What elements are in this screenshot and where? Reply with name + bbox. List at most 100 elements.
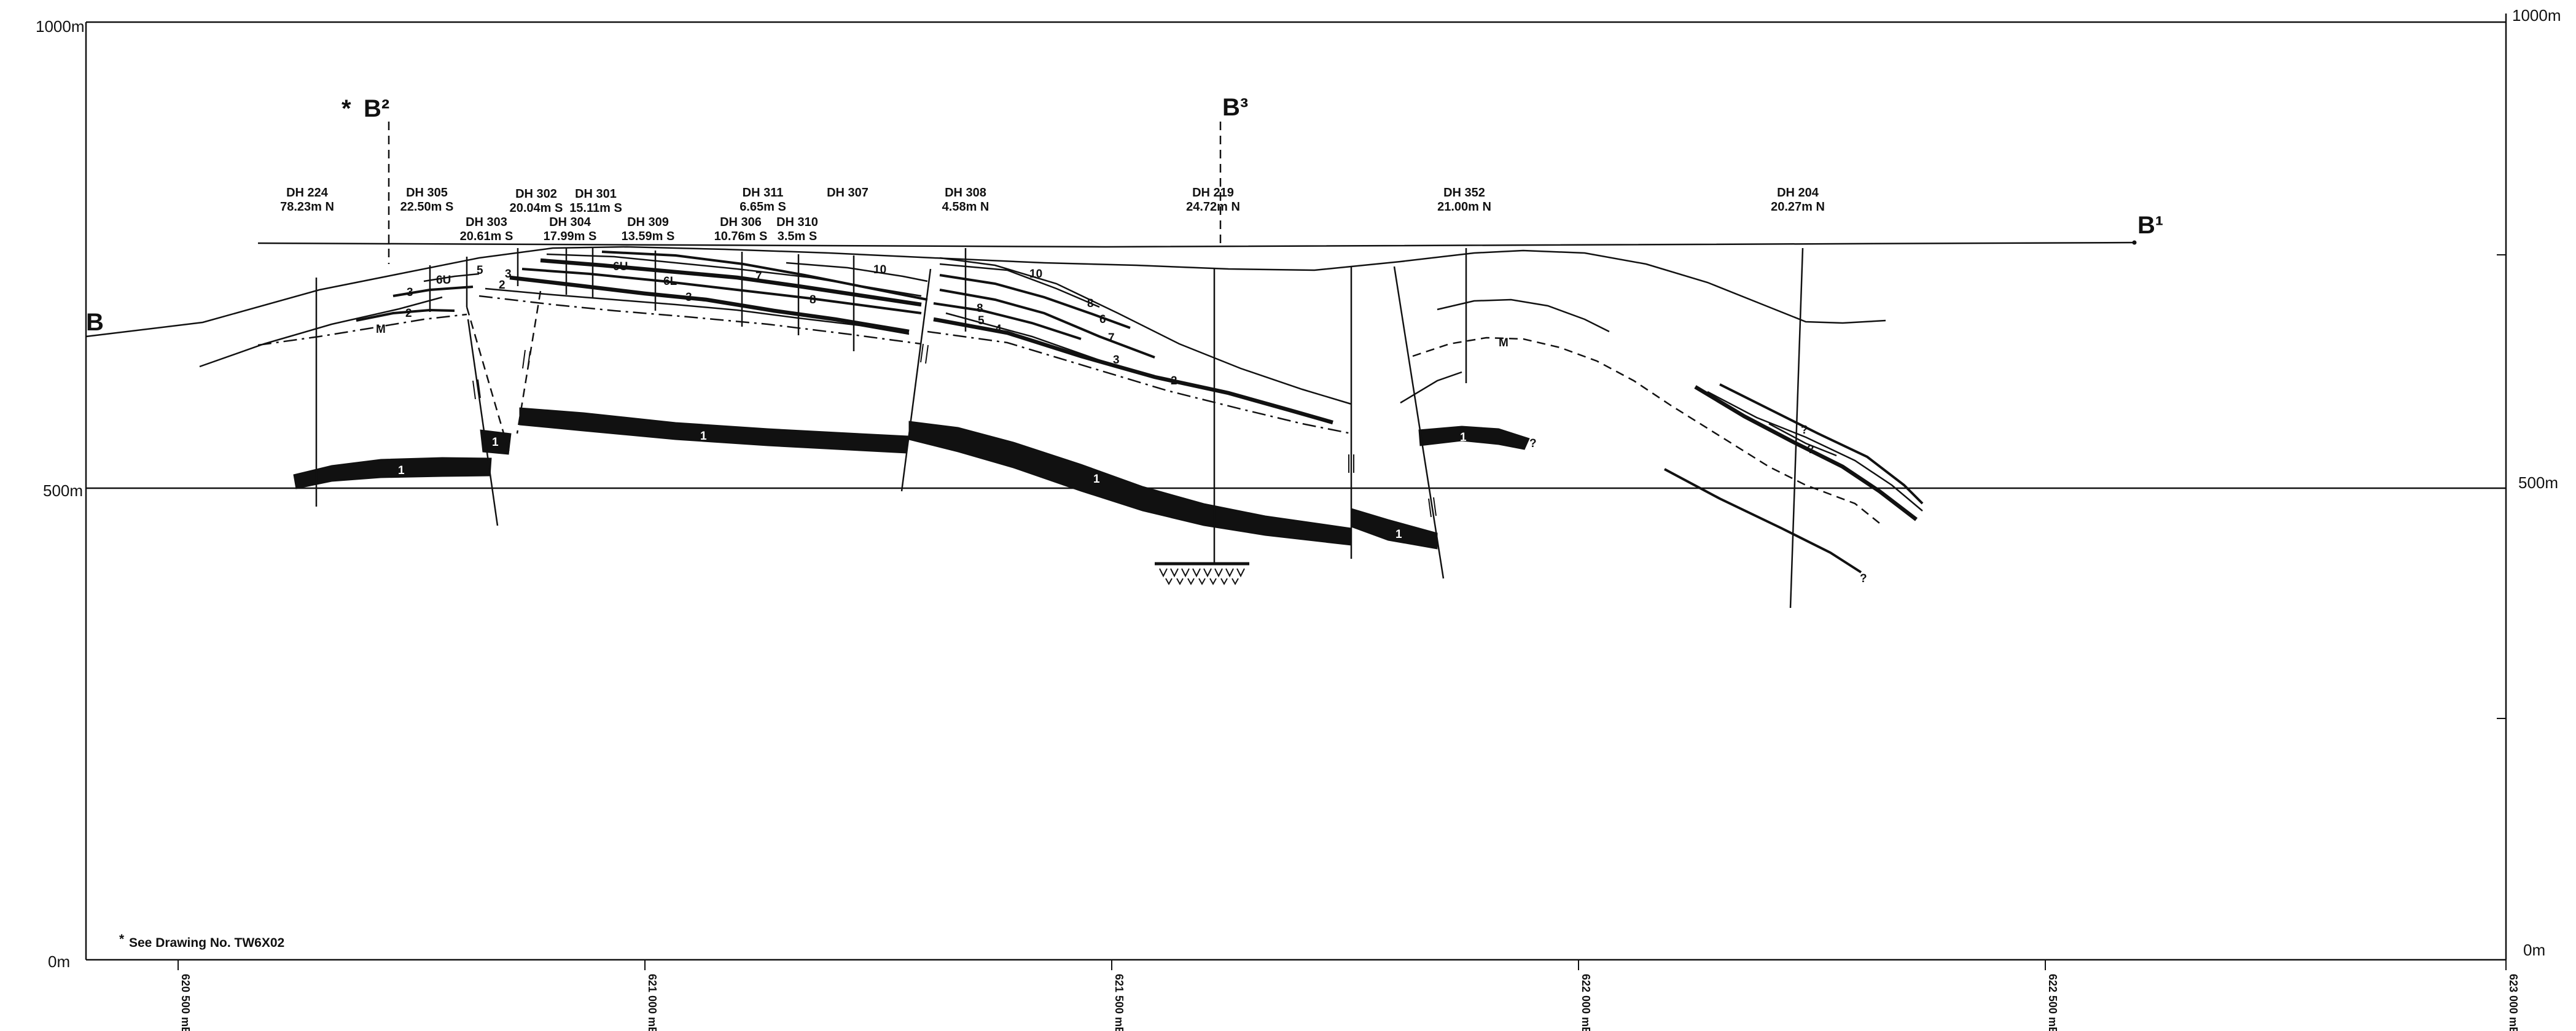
far-east-seam-b — [1719, 383, 1924, 505]
seam-label: 3 — [685, 291, 692, 304]
section-line-b1 — [257, 241, 2135, 248]
easting-label-622000: 622 000 mE — [1580, 974, 1592, 1031]
central-seam-5 — [521, 268, 922, 314]
seam-label: 5 — [978, 314, 985, 327]
seam-1-east-fault — [1351, 508, 1438, 550]
seam-labels: 1 1 1 1 1 1 ? M 2 3 6U 3 2 5 6U 6L 3 7 8… — [376, 260, 1867, 585]
dh-label-offset: 4.58m N — [942, 200, 989, 214]
far-east-seam-a — [1694, 385, 1918, 521]
seam-label: 6 — [1099, 313, 1106, 326]
dh-label-id: DH 307 — [827, 186, 868, 200]
dh-label-offset: 22.50m S — [400, 200, 454, 214]
footnote-marker: * — [119, 932, 125, 946]
dh-label-id: DH 306 — [720, 216, 762, 229]
dh-label-offset: 6.65m S — [740, 200, 786, 214]
seam-label: 6L — [663, 275, 677, 288]
elevation-label-500m-left: 500m — [43, 481, 83, 500]
east-stratum-top — [939, 257, 1352, 405]
elevation-label-1000m-left: 1000m — [36, 17, 85, 36]
anticline-marker — [1412, 337, 1880, 524]
dh-label-offset: 21.00m N — [1437, 200, 1491, 214]
easting-label-621000: 621 000 mE — [646, 974, 658, 1031]
seam-label: 1 — [492, 436, 499, 449]
seam-label: 8 — [810, 294, 816, 306]
seam-label: 1 — [1395, 528, 1402, 541]
anticline-upper — [1437, 298, 1610, 333]
dh-label-offset: 78.23m N — [280, 200, 334, 214]
east-seam-2 — [933, 317, 1333, 425]
dh-label-id: DH 304 — [549, 216, 591, 229]
seam-label: ? — [1807, 443, 1814, 456]
anticline-stratum — [1400, 371, 1462, 404]
ground-surface-profile — [85, 246, 1886, 338]
seam-label: ? — [1860, 572, 1867, 585]
east-seam-8 — [939, 274, 1131, 329]
elevation-label-0m-right: 0m — [2523, 941, 2545, 959]
dh-label-offset: 3.5m S — [778, 230, 817, 243]
dh-label-offset: 20.27m N — [1771, 200, 1825, 214]
dh-label-offset: 20.61m S — [460, 230, 513, 243]
seam-label: M — [1499, 337, 1509, 349]
footnote-text: See Drawing No. TW6X02 — [129, 936, 284, 950]
seam-label: 7 — [755, 270, 762, 283]
section-label-b2-marker: * — [342, 95, 351, 122]
easting-label-621500: 621 500 mE — [1113, 974, 1125, 1031]
fault-3 — [900, 268, 932, 492]
seam-label: 6U — [436, 274, 451, 287]
seam-label: ? — [1801, 424, 1808, 437]
drillhole-dh204 — [1789, 247, 1804, 609]
dh-label-offset: 17.99m S — [544, 230, 597, 243]
easting-label-623000: 623 000 mE — [2507, 974, 2519, 1031]
dh-label-id: DH 311 — [743, 186, 784, 200]
seam-1-fault-sliver — [480, 429, 512, 455]
marker-horizon-west — [257, 313, 467, 346]
seam-2-west — [356, 308, 455, 322]
seam-label: 4 — [995, 323, 1002, 336]
central-marker-horizon — [478, 295, 922, 345]
section-label-b2: B² — [364, 95, 389, 122]
seam-label: 5 — [477, 264, 483, 277]
seam-label: 8 — [977, 302, 983, 315]
east-seam-3 — [945, 312, 1155, 377]
far-east-stratum-a — [1707, 391, 1923, 512]
section-end-b1 — [2132, 240, 2137, 245]
seam-label: 2 — [405, 307, 412, 320]
easting-label-622500: 622 500 mE — [2047, 974, 2059, 1031]
dh-label-id: DH 308 — [945, 186, 986, 200]
seam-label: 6U — [613, 260, 628, 273]
east-seam-5 — [933, 302, 1082, 340]
seam-label: 3 — [505, 268, 512, 281]
elevation-label-500m-right: 500m — [2518, 473, 2558, 492]
seam-1-west — [293, 457, 492, 489]
section-frame — [85, 14, 2507, 970]
seam-label: 3 — [407, 286, 413, 299]
elevation-label-0m-left: 0m — [48, 952, 70, 971]
east-seam-7 — [939, 289, 1155, 359]
seam-1-anticline — [1418, 426, 1530, 450]
dh-label-id: DH 204 — [1777, 186, 1819, 200]
dh-label-id: DH 301 — [575, 187, 617, 201]
dh-label-offset: 20.04m S — [510, 201, 563, 215]
central-seam-10 — [786, 262, 928, 282]
fault-movement-arrows — [472, 343, 1437, 518]
easting-label-620500: 620 500 mE — [179, 974, 192, 1031]
seam-label: 2 — [1171, 375, 1177, 387]
central-seam-6L — [540, 258, 922, 307]
seam-label: 1 — [1093, 473, 1100, 486]
dh-label-offset: 24.72m N — [1186, 200, 1240, 214]
drillholes — [315, 247, 1804, 609]
seam-label: 1 — [700, 430, 707, 443]
dh-label-id: DH 302 — [515, 187, 557, 201]
central-stratum-a — [485, 287, 910, 335]
seam-3-west — [392, 286, 474, 297]
section-label-b: B — [86, 309, 104, 336]
seam-label: 1 — [1460, 431, 1467, 444]
central-seam-7 — [601, 251, 928, 301]
central-seam-3 — [509, 275, 910, 334]
fault-1 — [467, 319, 499, 526]
intrusion-symbol — [1155, 562, 1249, 586]
seam-label: M — [376, 323, 386, 336]
seam-label: 1 — [398, 464, 405, 477]
far-east-seam-c — [1768, 422, 1837, 457]
